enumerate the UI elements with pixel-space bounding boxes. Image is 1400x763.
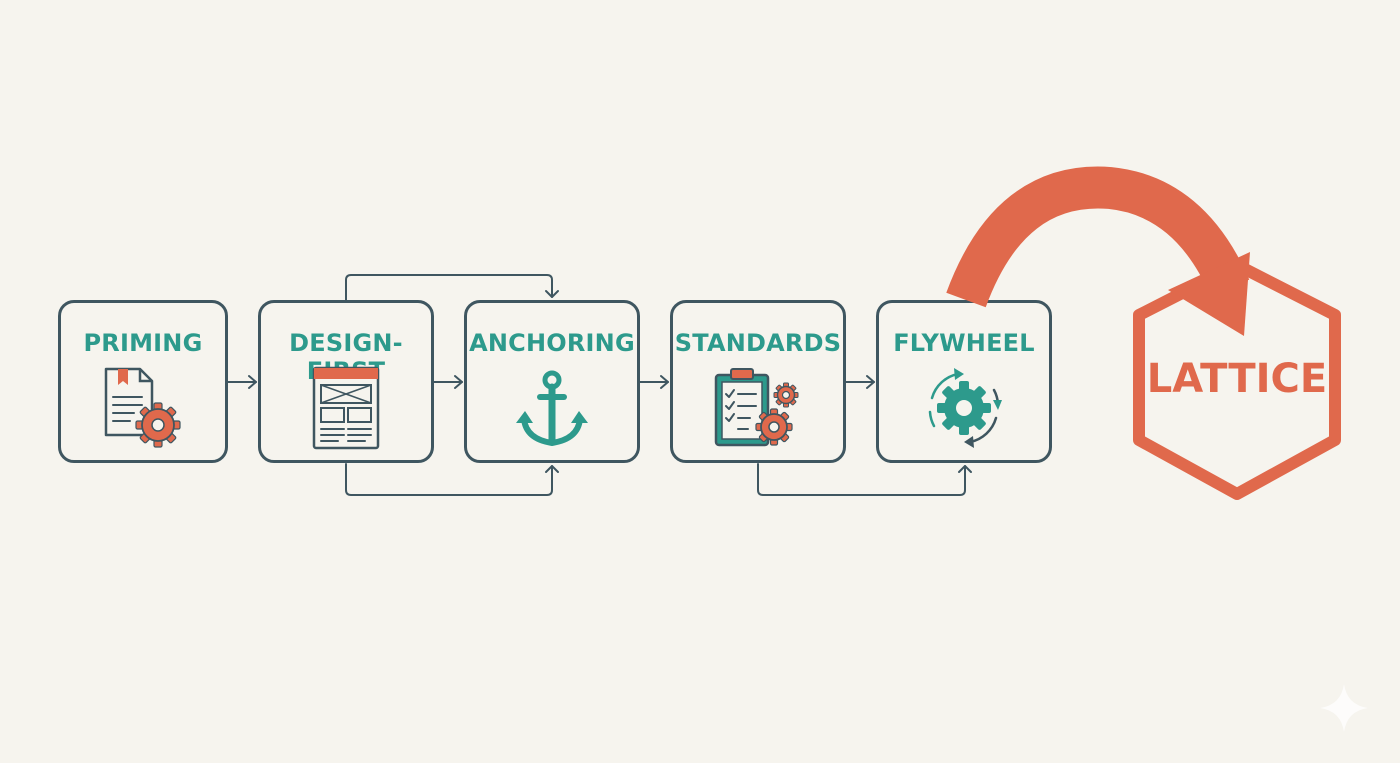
stage-label: PRIMING <box>83 329 203 357</box>
stage-priming: PRIMING <box>58 300 228 463</box>
anchor-icon <box>512 365 592 456</box>
curved-arrow-to-lattice <box>946 166 1250 336</box>
stage-label: STANDARDS <box>674 329 842 357</box>
stage-label: ANCHORING <box>469 329 635 357</box>
stage-design-first: DESIGN-FIRST <box>258 300 434 463</box>
bypass-top-design-to-anchoring <box>345 274 559 301</box>
hexagon-icon <box>1133 259 1341 500</box>
arrow-anchoring-to-standards <box>639 375 669 389</box>
stage-standards: STANDARDS <box>670 300 846 463</box>
stage-anchoring: ANCHORING <box>464 300 640 463</box>
arrow-standards-to-flywheel <box>845 375 875 389</box>
sparkle-icon <box>1320 684 1368 732</box>
stage-label: FLYWHEEL <box>893 329 1035 357</box>
goal-label: LATTICE <box>1146 356 1328 402</box>
arrow-priming-to-design <box>227 375 257 389</box>
wireframe-layout-icon <box>310 365 382 456</box>
gear-cycle-icon <box>919 365 1009 456</box>
bypass-bottom-design-to-anchoring <box>345 463 559 496</box>
stage-flywheel: FLYWHEEL <box>876 300 1052 463</box>
arrow-design-to-anchoring <box>433 375 463 389</box>
clipboard-checklist-gears-icon <box>712 365 804 456</box>
document-gear-icon <box>100 365 186 456</box>
bypass-bottom-standards-to-flywheel <box>757 463 972 496</box>
